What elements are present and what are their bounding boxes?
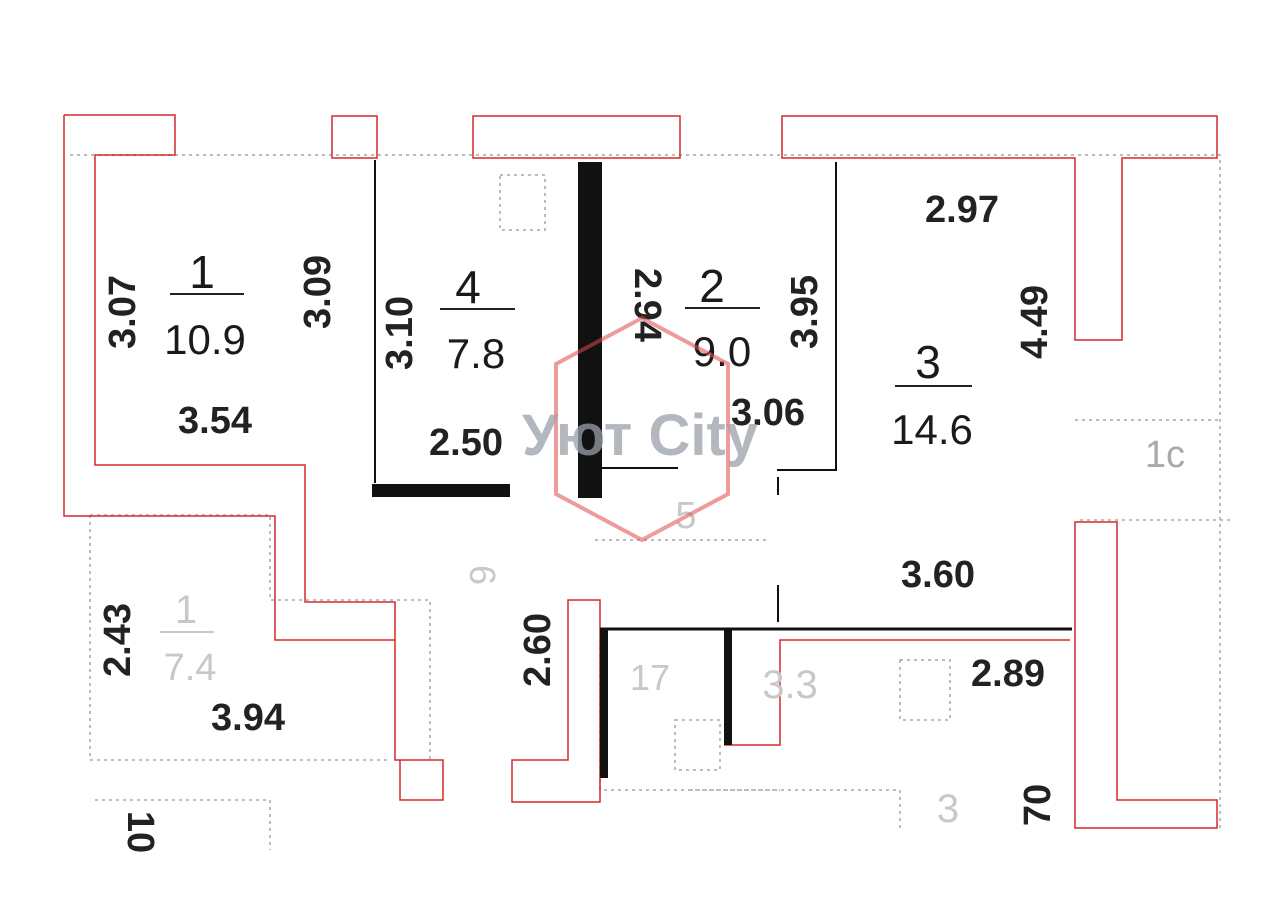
- dim-lower-left-height: 2.43: [97, 603, 139, 677]
- room-2-label: 2 9.0: [685, 260, 760, 375]
- dim-hall-width: 3.60: [901, 554, 975, 596]
- wall-bath-left: [600, 630, 608, 778]
- room-3-number: 3: [915, 336, 941, 388]
- room-1-area: 10.9: [164, 316, 246, 363]
- apartment-outline: [63, 114, 1218, 829]
- dim-room2-right: 3.95: [784, 275, 826, 349]
- watermark-hexagon: [554, 315, 730, 543]
- dim-room1-right: 3.09: [297, 255, 339, 329]
- dim-room4-height: 3.10: [379, 296, 421, 370]
- dim-lower-right-width: 2.89: [971, 653, 1045, 695]
- room-3-label: 3 14.6: [891, 336, 973, 453]
- wall-room2-left: [578, 162, 602, 498]
- room-2-number: 2: [699, 260, 725, 312]
- faded-bottom-num: 3: [937, 787, 959, 831]
- dim-lower-left-width: 3.94: [211, 697, 285, 739]
- room-4-area: 7.8: [447, 330, 505, 377]
- dim-room1-height: 3.07: [102, 275, 144, 349]
- room-1-label: 1 10.9: [164, 246, 246, 363]
- faded-hall-left: 6: [462, 565, 503, 585]
- wall-bath-mid: [724, 630, 732, 745]
- dim-room1-width: 3.54: [178, 400, 252, 442]
- dim-room3-height: 4.49: [1014, 285, 1056, 359]
- faded-labels: 1c 1 7.4 5 6 17 3.3 3 10: [119, 434, 1185, 853]
- room-1-number: 1: [189, 246, 215, 298]
- neighbor-walls: [70, 154, 1230, 850]
- faded-lower-left-area: 7.4: [164, 647, 217, 689]
- dim-bath-height: 2.60: [517, 613, 559, 687]
- dim-bottom-right: 70: [1017, 784, 1059, 826]
- dim-room4-width: 2.50: [429, 422, 503, 464]
- dim-room3-top: 2.97: [925, 189, 999, 231]
- room-4-number: 4: [455, 261, 481, 313]
- room-4-label: 4 7.8: [440, 261, 515, 377]
- faded-lower-left-num: 1: [175, 588, 197, 632]
- faded-neighbor-right: 1c: [1145, 434, 1185, 476]
- watermark-text: Уют City: [522, 403, 758, 468]
- thick-walls: [372, 162, 732, 778]
- faded-bath-area: 3.3: [762, 663, 818, 707]
- dim-room2-left: 2.94: [626, 268, 668, 342]
- room-3-area: 14.6: [891, 406, 973, 453]
- faded-wc-num: 17: [630, 657, 670, 698]
- wall-room4-bottom: [372, 484, 510, 497]
- watermark: Уют City: [522, 315, 758, 543]
- partitions: [374, 160, 1072, 631]
- faded-bottom-left: 10: [119, 811, 161, 853]
- dim-room2-width: 3.06: [731, 392, 805, 434]
- dimension-labels: 3.07 3.54 3.09 3.10 2.50 2.94 3.95 3.06 …: [97, 189, 1059, 826]
